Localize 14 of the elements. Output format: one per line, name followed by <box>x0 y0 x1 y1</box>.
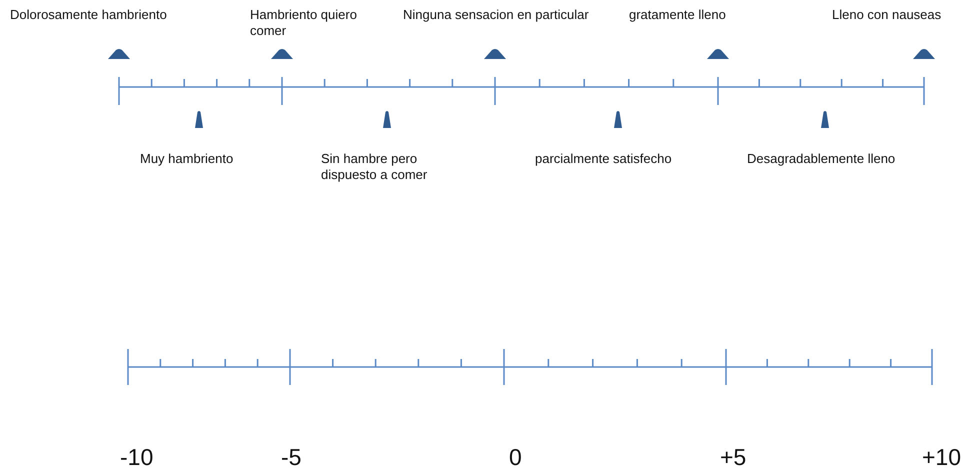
scale-label: gratamente lleno <box>629 7 726 23</box>
scale-label: Dolorosamente hambriento <box>10 7 167 23</box>
scale-label: Sin hambre pero dispuesto a comer <box>321 151 428 183</box>
scale-number: 0 <box>509 444 522 470</box>
scale-number: -5 <box>281 444 302 470</box>
scale-label: parcialmente satisfecho <box>535 151 672 167</box>
scale-label: Lleno con nauseas <box>832 7 942 23</box>
scale-label: Ninguna sensacion en particular <box>403 7 589 23</box>
scale-number: +10 <box>922 444 962 470</box>
scale-label: Desagradablemente lleno <box>747 151 896 167</box>
scale-number: +5 <box>720 444 746 470</box>
scale-label: Hambriento quiero comer <box>250 7 358 39</box>
scale-number: -10 <box>120 444 154 470</box>
scale-label: Muy hambriento <box>140 151 234 167</box>
